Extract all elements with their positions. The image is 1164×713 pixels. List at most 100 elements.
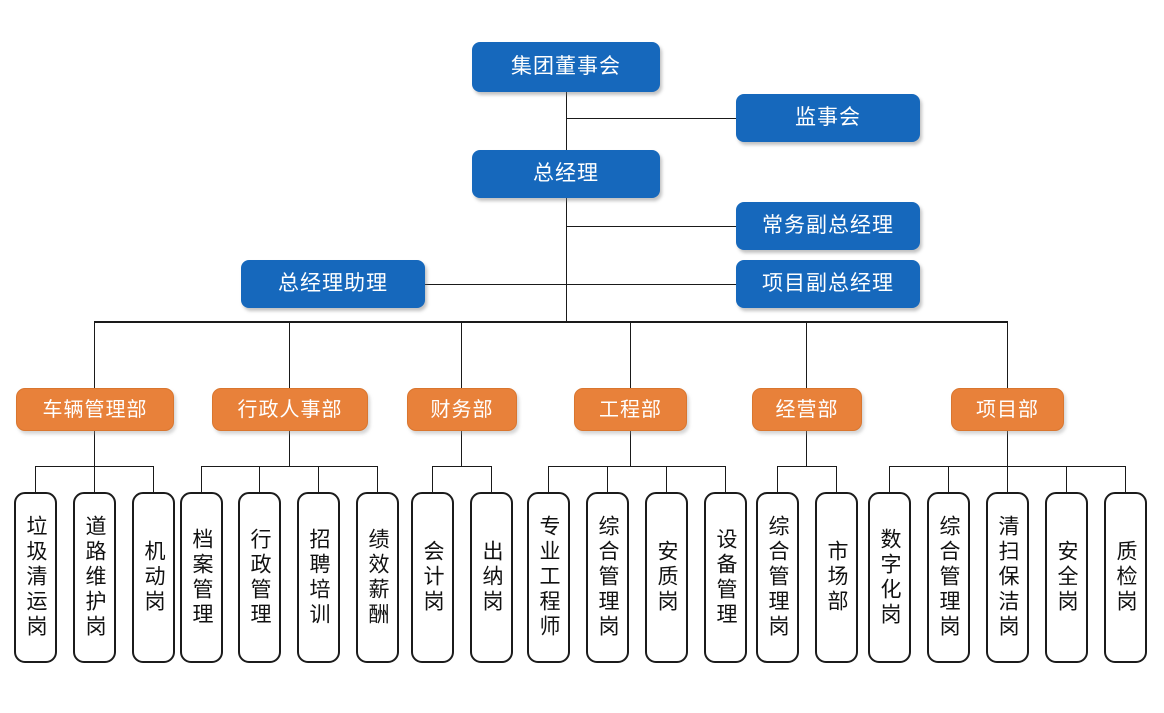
node-department-admin-hr[interactable]: 行政人事部 [212,388,368,431]
node-position-equipment-management[interactable]: 设备管理 [704,492,747,663]
connector-dept-5-stem [1007,431,1008,466]
node-position-operations-general-management[interactable]: 综合管理岗 [756,492,799,663]
node-position-label: 综合管理岗 [596,515,620,640]
node-project-vice-gm[interactable]: 项目副总经理 [736,260,920,308]
node-position-label: 机动岗 [142,540,166,615]
connector-bus-to-dept-0 [94,321,95,388]
node-position-label: 绩效薪酬 [366,527,390,628]
node-position-label: 综合管理岗 [937,515,961,640]
node-position-cashier[interactable]: 出纳岗 [470,492,513,663]
connector-dept-2-drop-0 [432,466,433,492]
connector-dept-4-stem [806,431,807,466]
node-position-performance-compensation[interactable]: 绩效薪酬 [356,492,399,663]
connector-dept-2-bus [432,466,491,467]
node-position-safety-quality[interactable]: 安质岗 [645,492,688,663]
connector-dept-3-drop-3 [725,466,726,492]
node-position-professional-engineer[interactable]: 专业工程师 [527,492,570,663]
connector-dept-1-drop-2 [318,466,319,492]
node-gm-assistant[interactable]: 总经理助理 [241,260,425,308]
node-department-vehicle-management[interactable]: 车辆管理部 [16,388,174,431]
connector-dept-0-drop-0 [35,466,36,492]
connector-bus-to-dept-5 [1007,321,1008,388]
node-board-of-directors[interactable]: 集团董事会 [472,42,660,92]
connector-dept-5-drop-1 [948,466,949,492]
node-position-label: 招聘培训 [307,527,331,628]
node-department-operations[interactable]: 经营部 [752,388,862,431]
node-position-waste-transport[interactable]: 垃圾清运岗 [14,492,57,663]
connector-board-to-gm [566,92,567,152]
node-position-label: 安质岗 [655,540,679,615]
node-position-records-management[interactable]: 档案管理 [180,492,223,663]
connector-dept-5-drop-3 [1066,466,1067,492]
node-department-label: 车辆管理部 [42,398,148,421]
connector-dept-1-drop-1 [259,466,260,492]
connector-bus-to-dept-2 [461,321,462,388]
node-position-project-general-management[interactable]: 综合管理岗 [927,492,970,663]
connector-dept-5-drop-0 [889,466,890,492]
connector-dept-1-drop-3 [377,466,378,492]
node-position-recruitment-training[interactable]: 招聘培训 [297,492,340,663]
node-position-label: 出纳岗 [480,540,504,615]
node-department-label: 项目部 [976,398,1039,421]
node-supervisory-board-label: 监事会 [795,106,861,130]
connector-bus-to-dept-1 [289,321,290,388]
connector-dept-1-stem [289,431,290,466]
node-position-engineering-general-management[interactable]: 综合管理岗 [586,492,629,663]
node-department-label: 行政人事部 [237,398,343,421]
connector-dept-4-drop-0 [777,466,778,492]
connector-bus-to-dept-4 [806,321,807,388]
connector-trunk-to-project-vp [566,284,736,285]
node-department-project[interactable]: 项目部 [951,388,1064,431]
node-department-engineering[interactable]: 工程部 [574,388,687,431]
connector-dept-1-drop-0 [201,466,202,492]
node-position-label: 道路维护岗 [83,515,107,640]
connector-bus-to-dept-3 [630,321,631,388]
node-position-digitalization[interactable]: 数字化岗 [868,492,911,663]
node-position-mobile-duty[interactable]: 机动岗 [132,492,175,663]
node-position-label: 清扫保洁岗 [996,515,1020,640]
node-position-label: 行政管理 [248,527,272,628]
node-position-label: 档案管理 [190,527,214,628]
connector-dept-3-drop-0 [548,466,549,492]
connector-gm-down-trunk [566,198,567,322]
node-position-label: 质检岗 [1114,540,1138,615]
node-general-manager-label: 总经理 [533,162,599,186]
node-position-administration[interactable]: 行政管理 [238,492,281,663]
connector-dept-5-drop-4 [1125,466,1126,492]
node-position-label: 设备管理 [714,527,738,628]
node-department-label: 财务部 [430,398,494,421]
node-position-cleaning-sanitation[interactable]: 清扫保洁岗 [986,492,1029,663]
connector-gm-trunk-to-supervisory [566,118,736,119]
node-position-marketing[interactable]: 市场部 [815,492,858,663]
connector-dept-2-stem [461,431,462,466]
connector-dept-5-drop-2 [1007,466,1008,492]
node-position-safety[interactable]: 安全岗 [1045,492,1088,663]
node-executive-vice-gm[interactable]: 常务副总经理 [736,202,920,250]
node-position-label: 安全岗 [1055,540,1079,615]
node-department-finance[interactable]: 财务部 [407,388,517,431]
node-position-label: 市场部 [825,540,849,615]
node-board-of-directors-label: 集团董事会 [511,55,621,79]
node-position-label: 专业工程师 [537,515,561,640]
node-supervisory-board[interactable]: 监事会 [736,94,920,142]
node-position-label: 综合管理岗 [766,515,790,640]
node-gm-assistant-label: 总经理助理 [278,272,388,296]
connector-dept-3-drop-2 [666,466,667,492]
connector-dept-0-stem [94,431,95,466]
node-position-quality-inspection[interactable]: 质检岗 [1104,492,1147,663]
connector-trunk-to-executive-vp [566,226,736,227]
node-position-accounting[interactable]: 会计岗 [411,492,454,663]
connector-dept-1-bus [201,466,377,467]
node-general-manager[interactable]: 总经理 [472,150,660,198]
node-position-road-maintenance[interactable]: 道路维护岗 [73,492,116,663]
connector-dept-3-stem [630,431,631,466]
connector-department-bus [94,321,1008,323]
node-position-label: 垃圾清运岗 [24,515,48,640]
node-executive-vice-gm-label: 常务副总经理 [762,214,894,238]
node-position-label: 数字化岗 [878,527,902,628]
connector-dept-4-bus [777,466,836,467]
node-position-label: 会计岗 [421,540,445,615]
connector-trunk-to-gm-assistant [425,284,567,285]
node-project-vice-gm-label: 项目副总经理 [762,272,894,296]
